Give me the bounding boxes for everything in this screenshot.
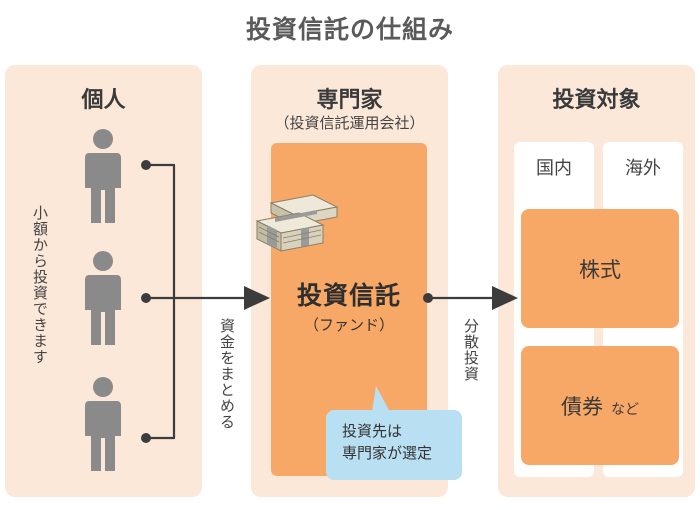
person-icon (83, 250, 123, 348)
fund-title: 投資信託 (296, 281, 401, 310)
bonds-label: 債券 (561, 394, 603, 419)
speech-bubble: 投資先は 専門家が選定 (326, 410, 462, 480)
bubble-line-2: 専門家が選定 (342, 444, 433, 462)
expert-heading: 専門家 (316, 88, 383, 113)
speech-bubble-tail (368, 386, 390, 416)
individual-heading: 個人 (81, 88, 126, 113)
stocks-label: 株式 (579, 257, 621, 282)
bonds-box: 債券 など (521, 346, 679, 465)
overseas-label: 海外 (625, 158, 661, 179)
fund-subtitle: （ファンド） (303, 316, 394, 334)
bubble-line-1: 投資先は (342, 422, 403, 440)
targets-heading: 投資対象 (552, 88, 641, 113)
person-icon (83, 128, 123, 226)
diversify-label: 分散投資 (462, 318, 480, 382)
expert-subheading: （投資信託運用会社） (274, 114, 425, 132)
diagram-title: 投資信託の仕組み (245, 15, 454, 44)
money-bundle-icon (253, 193, 345, 259)
bonds-suffix: など (611, 401, 639, 418)
domestic-label: 国内 (536, 158, 572, 179)
individual-note: 小額から投資できます (31, 205, 49, 365)
stocks-box: 株式 (521, 209, 679, 328)
person-icon (83, 376, 123, 474)
gather-funds-label: 資金をまとめる (218, 318, 236, 430)
